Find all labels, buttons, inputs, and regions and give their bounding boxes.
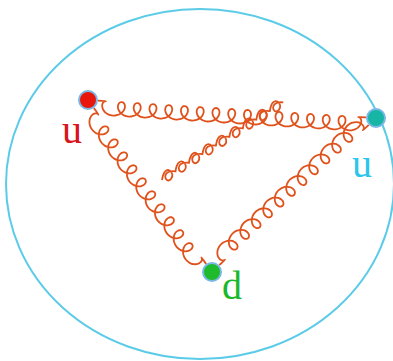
quark-dot: d [202,262,222,282]
quark-label: u [352,144,372,184]
quark-dot: u [366,108,386,128]
quark-dot: u [78,90,98,110]
gluon-line [217,122,368,265]
gluon-vertex [159,98,286,184]
gluon-line [159,98,286,184]
gluon-line [98,101,366,131]
gluon-line [89,108,206,264]
quark-label: u [62,110,82,150]
proton-outline [6,9,393,359]
quark-label: d [222,266,242,306]
